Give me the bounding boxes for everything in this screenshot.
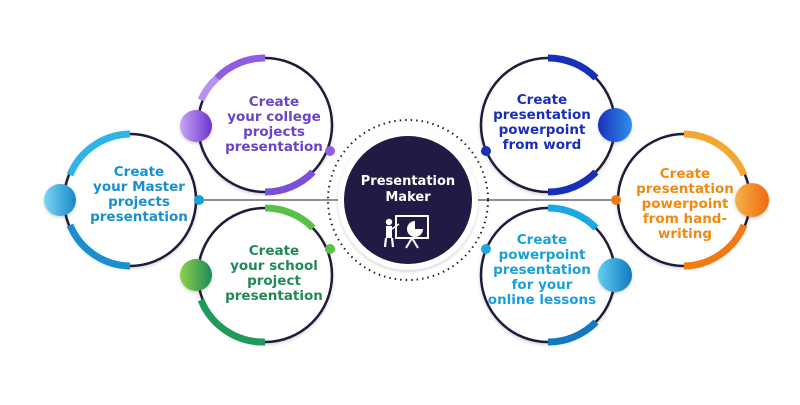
word-bubble	[598, 108, 632, 142]
label-master: Create your Master projects presentation	[90, 164, 188, 225]
node-master	[44, 130, 204, 270]
school-dot	[325, 244, 335, 254]
label-handwriting: Create presentation powerpoint from hand…	[636, 166, 734, 242]
node-handwriting	[611, 130, 769, 270]
online-dot	[481, 244, 491, 254]
node-word	[479, 54, 632, 196]
node-college	[180, 54, 335, 196]
handwriting-dot	[611, 195, 621, 205]
label-word: Create presentation powerpoint from word	[493, 92, 591, 153]
label-school: Create your school project presentation	[225, 243, 323, 304]
center-hub	[344, 136, 472, 264]
node-online	[479, 204, 632, 346]
presenter-board-icon	[383, 215, 429, 249]
label-college: Create your college projects presentatio…	[225, 94, 323, 155]
master-dot	[194, 195, 204, 205]
word-dot	[481, 146, 491, 156]
handwriting-bubble	[735, 183, 769, 217]
center-title: Presentation Maker	[360, 174, 456, 205]
college-dot	[325, 146, 335, 156]
label-online: Create powerpoint presentation for your …	[487, 232, 597, 308]
school-bubble	[180, 259, 212, 291]
college-bubble	[180, 110, 212, 142]
online-bubble	[598, 258, 632, 292]
node-school	[180, 204, 335, 346]
master-bubble	[44, 184, 76, 216]
center-dotted-ring	[327, 119, 489, 281]
